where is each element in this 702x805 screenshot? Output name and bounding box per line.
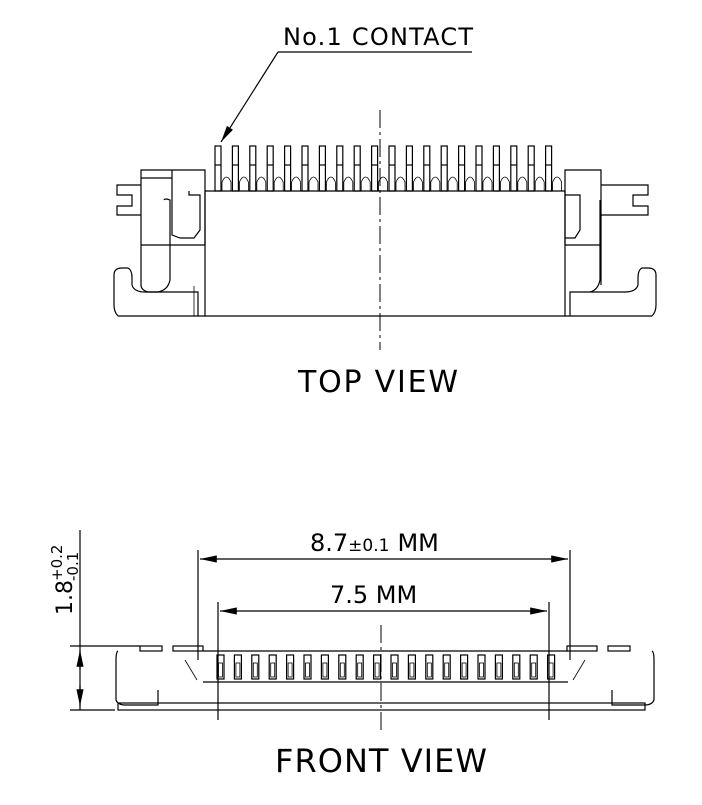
front-contact [251,654,260,680]
top-contact [544,145,562,192]
front-contact [338,654,347,680]
front-contact [233,654,242,680]
front-contact [355,654,364,680]
top-contact [388,145,406,192]
top-contact [475,145,493,192]
top-contact [492,145,510,192]
height-tol-minus: -0.1 [64,552,82,581]
top-contact [231,145,249,192]
top-view: TOP VIEW [113,110,657,400]
top-contact [510,145,528,192]
top-contact [336,145,354,192]
front-contact [460,654,469,680]
front-contact [407,654,416,680]
top-contact [318,145,336,192]
height-tol-plus: +0.2 [48,545,66,581]
front-contact [320,654,329,680]
top-contact [353,145,371,192]
top-contact [214,145,232,192]
front-view-label: FRONT VIEW [275,742,487,780]
front-contact [286,654,295,680]
front-view-contacts [216,654,556,680]
contact-callout: No.1 CONTACT [220,23,473,143]
top-view-label: TOP VIEW [297,365,458,400]
top-view-contacts [214,145,562,192]
top-contact [527,145,545,192]
top-contact [284,145,301,192]
top-contact [405,145,423,192]
top-contact [423,145,441,192]
top-contact [249,145,267,192]
front-contact [442,654,451,680]
top-contact [440,145,458,192]
front-contact [268,654,277,680]
front-contact [512,654,521,680]
front-contact [529,654,538,680]
front-contact [373,654,382,680]
front-contact [425,654,434,680]
front-contact [303,654,312,680]
pitch-span-dimension: 7.5 MM [330,581,417,609]
front-contact [390,654,399,680]
top-contact [458,145,475,192]
top-contact [266,145,284,192]
front-contact [494,654,503,680]
contact-callout-label: No.1 CONTACT [283,23,473,51]
front-contact [477,654,486,680]
top-contact [301,145,319,192]
height-dimension: 1.8 [53,580,78,615]
